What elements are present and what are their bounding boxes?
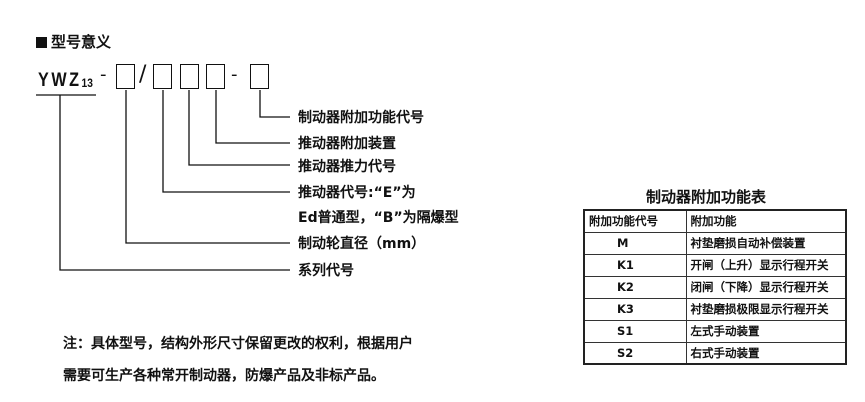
square-bullet-icon — [36, 37, 47, 48]
section-title: 型号意义 — [36, 31, 111, 52]
code-box-extra-function — [250, 64, 269, 89]
header-function: 附加功能 — [685, 209, 847, 233]
code-box-pusher-type — [153, 64, 172, 89]
dash-1: - — [100, 64, 107, 85]
table-title: 制动器附加功能表 — [646, 188, 767, 206]
legend-extra-function: 制动器附加功能代号 — [298, 110, 424, 126]
slash: / — [139, 62, 147, 87]
model-suffix: 13 — [81, 76, 93, 90]
legend-pusher-accessory: 推动器附加装置 — [298, 136, 396, 152]
model-prefix: YWZ13 — [38, 70, 93, 91]
legend-pusher-force: 推动器推力代号 — [298, 159, 396, 175]
legend-wheel-diameter: 制动轮直径（mm） — [298, 236, 426, 252]
dash-2: - — [231, 64, 238, 85]
note-line-1: 注：具体型号，结构外形尺寸保留更改的权利，根据用户 — [63, 336, 413, 352]
code-box-wheel-diameter — [116, 64, 135, 89]
legend-pusher-type: 推动器代号:“E”为 — [298, 185, 416, 201]
table-header: 附加功能代号 附加功能 — [583, 209, 847, 233]
code-box-pusher-force — [180, 64, 199, 89]
note-line-2: 需要可生产各种常开制动器，防爆产品及非标产品。 — [63, 368, 385, 384]
header-code: 附加功能代号 — [583, 209, 687, 233]
code-box-pusher-accessory — [206, 64, 225, 89]
legend-series-code: 系列代号 — [298, 263, 354, 279]
legend-pusher-type-cont: Ed普通型，“B”为隔爆型 — [298, 210, 459, 226]
